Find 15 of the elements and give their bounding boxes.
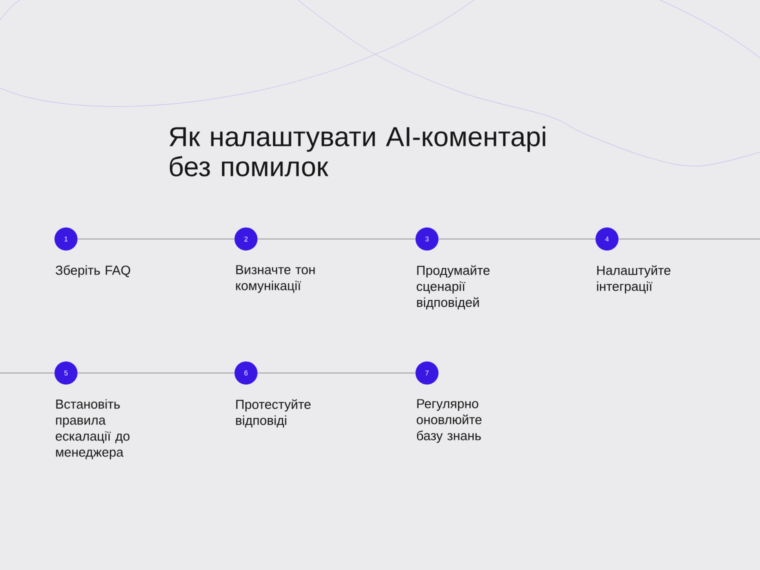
step-label: Встановіть правила ескалації до менеджера	[56, 399, 130, 460]
step-label: Продумайте сценарії відповідей	[416, 265, 490, 310]
connector-line	[257, 372, 416, 374]
step-label: Регулярно оновлюйте базу знань	[416, 399, 482, 443]
step-label: Зберіть FAQ	[56, 265, 130, 278]
connector-line	[0, 372, 55, 374]
connector-line	[618, 238, 760, 240]
step-label: Протестуйте відповіді	[236, 399, 311, 428]
step-label: Визначте тон комунікації	[236, 265, 315, 293]
title: Як налаштувати AI-коментарі без помилок	[170, 126, 546, 176]
step-label: Налаштуйте інтеграції	[597, 265, 670, 294]
connector-line	[77, 238, 235, 240]
connector-line	[438, 238, 596, 240]
connector-line	[77, 372, 235, 374]
connector-line	[257, 238, 416, 240]
